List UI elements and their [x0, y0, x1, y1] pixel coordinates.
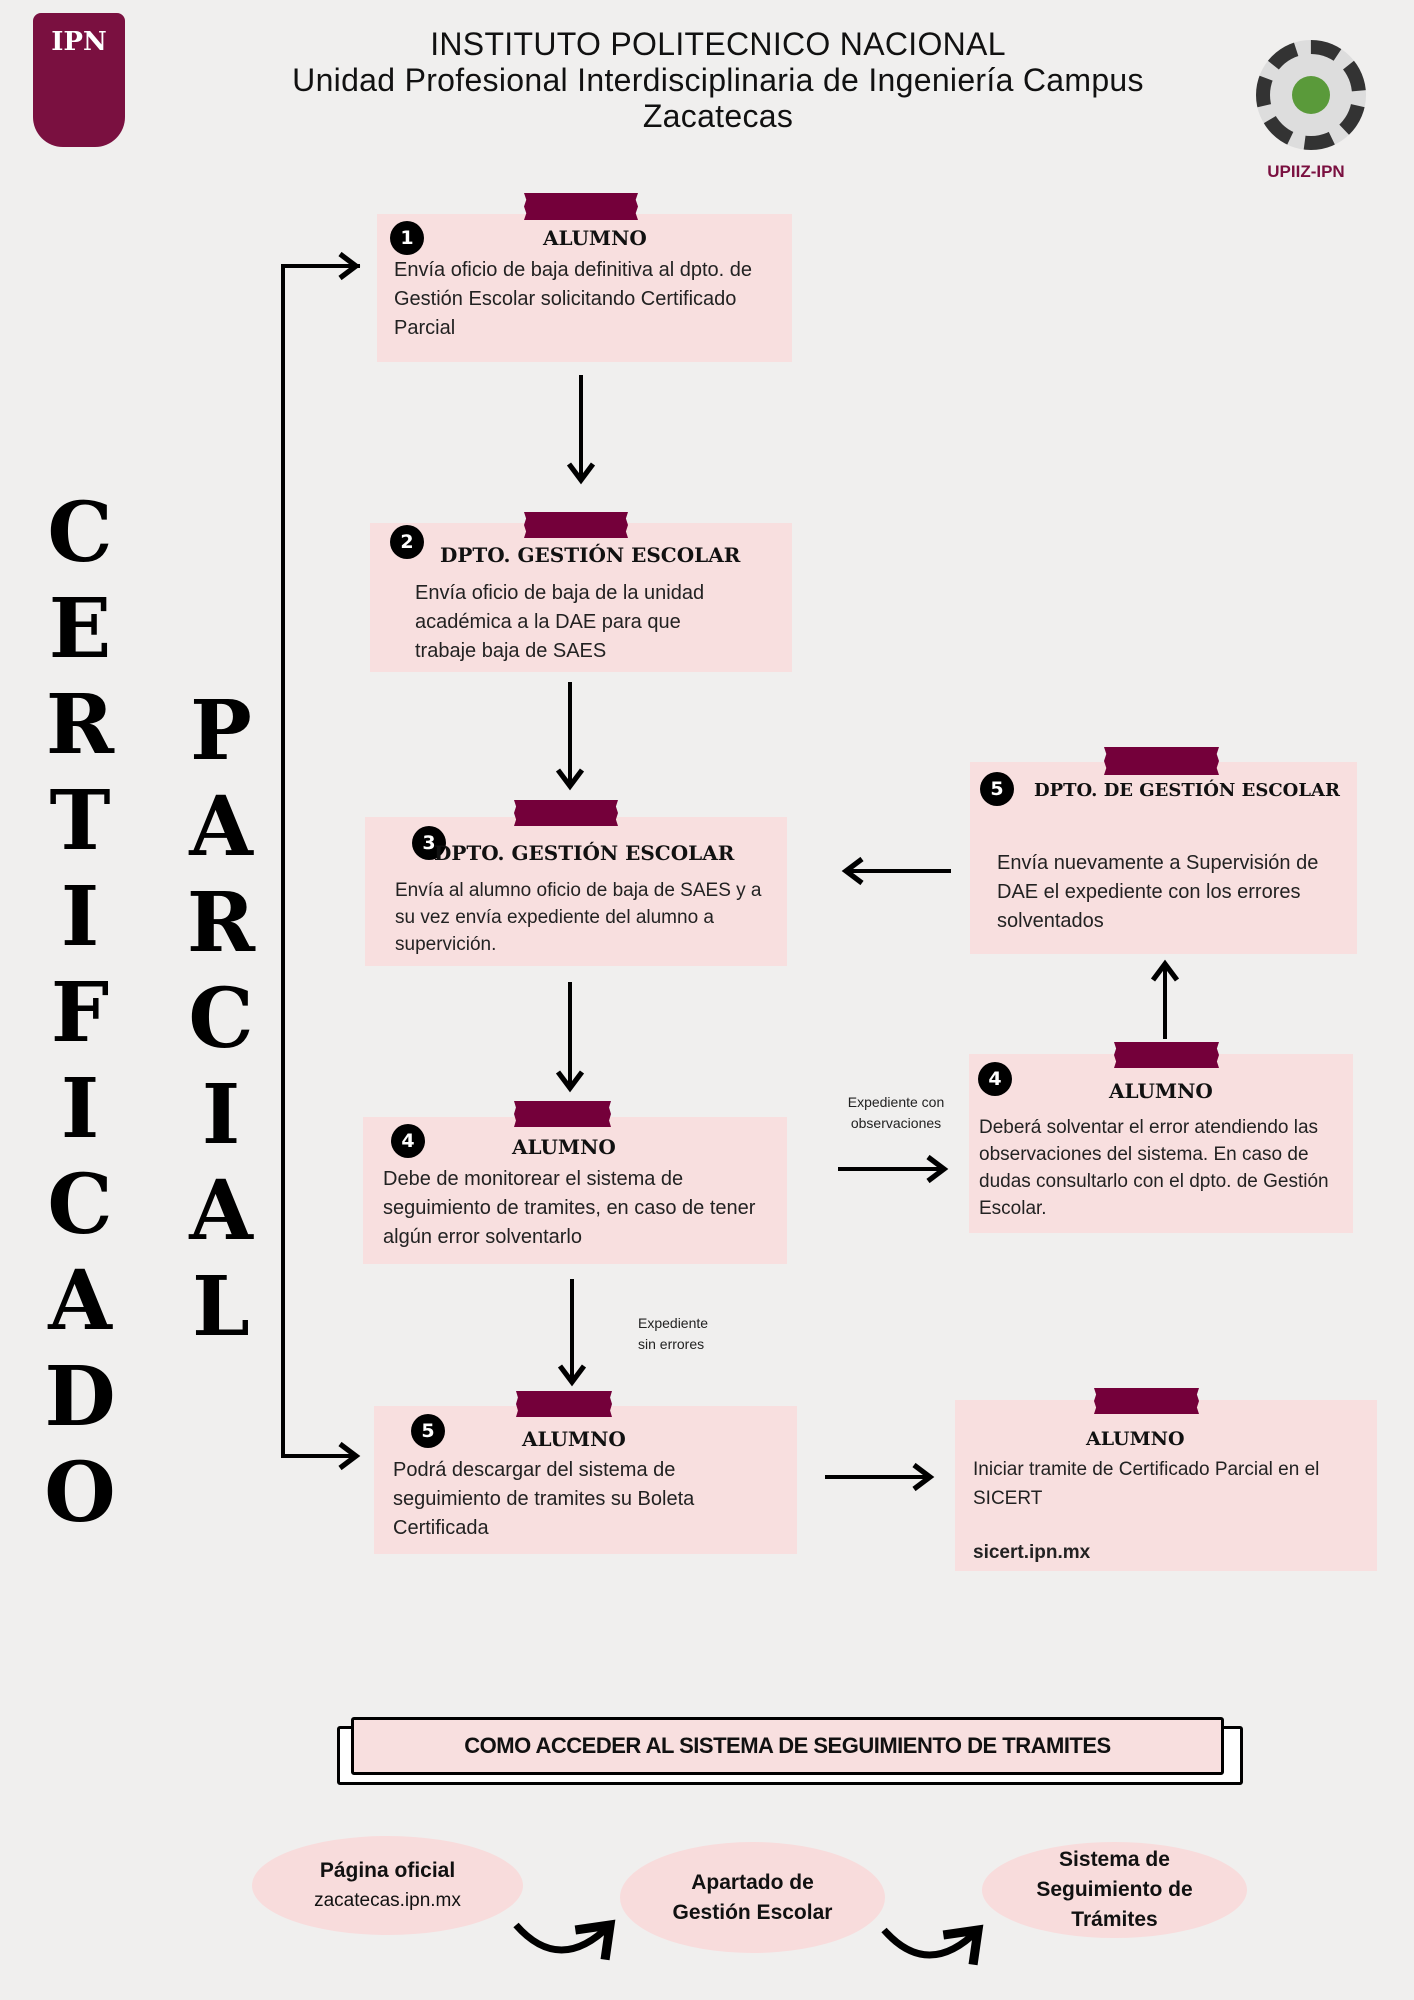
tape-decoration — [516, 1391, 612, 1417]
label-expediente-sin-errores: Expediente sin errores — [638, 1315, 709, 1352]
tape-decoration — [1094, 1388, 1199, 1414]
upiiz-logo: UPIIZ-IPN — [1236, 40, 1376, 190]
title-letter: I — [60, 869, 100, 965]
title-letter: L — [192, 1259, 250, 1355]
sicert-link[interactable]: sicert.ipn.mx — [973, 1542, 1091, 1563]
step-text: Deberá solventar el error atendiendo las… — [979, 1117, 1329, 1219]
title-letter: E — [48, 581, 112, 677]
step-number-badge: 1 — [390, 221, 424, 255]
step-heading: DPTO. GESTIÓN ESCOLAR — [440, 543, 741, 567]
step-number-badge: 3 — [412, 826, 446, 860]
label-expediente-con-observaciones: Expediente con observaciones — [847, 1094, 945, 1131]
header-line-1: INSTITUTO POLITECNICO NACIONAL — [430, 26, 1006, 62]
step-text: Envía nuevamente a Supervisión de DAE el… — [997, 852, 1319, 932]
access-step-gestion-escolar: Apartado de Gestión Escolar — [620, 1842, 885, 1953]
step-text: Envía al alumno oficio de baja de SAES y… — [395, 880, 762, 955]
access-step-pagina-oficial: Página oficial zacatecas.ipn.mx — [252, 1836, 523, 1935]
step-text: Debe de monitorear el sistema de seguimi… — [383, 1168, 756, 1248]
header-line-3: Zacatecas — [642, 98, 794, 134]
tape-decoration — [1114, 1042, 1219, 1068]
step-number-badge: 2 — [390, 525, 424, 559]
title-letter: R — [45, 677, 115, 773]
tape-decoration — [524, 193, 638, 220]
title-letter: C — [47, 1157, 113, 1253]
access-step-sistema-seguimiento: Sistema de Seguimiento de Trámites — [982, 1842, 1247, 1938]
access-step-title: Página oficial — [319, 1858, 456, 1882]
step-heading: DPTO. GESTIÓN ESCOLAR — [434, 841, 735, 865]
step-1-card — [377, 214, 792, 362]
title-letter: D — [44, 1349, 116, 1445]
step-5-resubmit-card — [970, 762, 1357, 954]
step-number-badge: 4 — [391, 1124, 425, 1158]
ipn-logo: IPN — [33, 13, 125, 147]
access-step-title: Apartado de Gestión Escolar — [672, 1870, 833, 1924]
sicert-card — [955, 1400, 1377, 1571]
tape-decoration — [514, 800, 618, 826]
access-step-url[interactable]: zacatecas.ipn.mx — [314, 1889, 461, 1911]
step-heading: ALUMNO — [543, 226, 647, 250]
step-text: Podrá descargar del sistema de seguimien… — [393, 1459, 695, 1539]
title-letter: T — [49, 773, 111, 869]
step-text: Envía oficio de baja de la unidad académ… — [415, 582, 705, 662]
title-letter: P — [190, 683, 252, 779]
step-number-badge: 4 — [978, 1062, 1012, 1096]
header-line-2: Unidad Profesional Interdisciplinaria de… — [292, 62, 1144, 98]
title-letter: C — [47, 485, 113, 581]
step-2-card — [370, 523, 792, 672]
title-letter: F — [50, 965, 110, 1061]
access-banner: COMO ACCEDER AL SISTEMA DE SEGUIMIENTO D… — [351, 1717, 1224, 1775]
tape-decoration — [1104, 747, 1219, 775]
step-number-badge: 5 — [980, 772, 1014, 806]
title-letter: I — [201, 1067, 241, 1163]
title-letter: A — [189, 1163, 253, 1259]
step-4-fix-card — [969, 1054, 1353, 1233]
step-heading: ALUMNO — [1109, 1079, 1213, 1103]
title-letter: R — [186, 875, 256, 971]
step-text: Iniciar tramite de Certificado Parcial e… — [973, 1459, 1320, 1509]
step-heading: ALUMNO — [512, 1135, 616, 1159]
tape-decoration — [524, 512, 628, 538]
title-letter: I — [60, 1061, 100, 1157]
title-letter: O — [44, 1445, 116, 1541]
step-heading: ALUMNO — [522, 1427, 626, 1451]
access-step-title: Sistema de Seguimiento de Trámites — [1036, 1848, 1193, 1931]
title-letter: A — [48, 1253, 112, 1349]
step-heading: ALUMNO — [1086, 1428, 1185, 1450]
title-letter: C — [188, 971, 254, 1067]
step-number-badge: 5 — [411, 1414, 445, 1448]
step-text: Envía oficio de baja definitiva al dpto.… — [394, 259, 753, 339]
title-letter: A — [189, 779, 253, 875]
access-banner-title: COMO ACCEDER AL SISTEMA DE SEGUIMIENTO D… — [464, 1733, 1111, 1758]
step-heading: DPTO. DE GESTIÓN ESCOLAR — [1034, 780, 1340, 801]
step-4-card — [363, 1117, 787, 1264]
tape-decoration — [514, 1101, 611, 1127]
